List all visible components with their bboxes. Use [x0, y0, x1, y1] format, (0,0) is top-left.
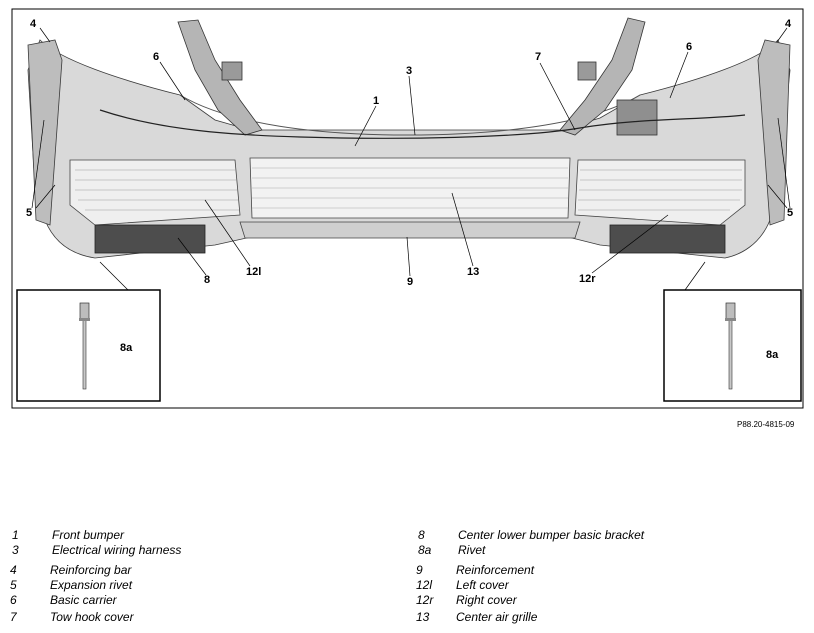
legend-text: Right cover — [456, 593, 517, 607]
legend-num: 8 — [418, 528, 425, 542]
callout-8: 8 — [204, 274, 211, 286]
legend-num: 4 — [10, 563, 17, 577]
callout-6-left: 6 — [153, 51, 160, 63]
center-lower-bumper-bracket-right — [609, 224, 726, 254]
callout-1: 1 — [373, 95, 380, 107]
legend-num: 3 — [12, 543, 19, 557]
center-air-grille — [249, 157, 571, 219]
legend-row-3: 3 Electrical wiring harness — [12, 543, 392, 558]
legend-num: 5 — [10, 578, 17, 592]
center-lower-bumper-bracket-left — [94, 224, 206, 254]
rivet-detail-right — [663, 289, 802, 402]
callout-4-left: 4 — [30, 18, 37, 30]
legend-num: 1 — [12, 528, 19, 542]
reinforcing-bar-right — [559, 17, 658, 136]
figure-reference-code: P88.20-4815-09 — [737, 420, 795, 429]
legend-text: Center air grille — [456, 610, 538, 624]
callout-4-right: 4 — [785, 18, 792, 30]
legend-text: Electrical wiring harness — [52, 543, 182, 557]
legend-text: Expansion rivet — [50, 578, 133, 592]
legend-row-4: 4 Reinforcing bar — [10, 563, 390, 578]
legend-row-12r: 12r Right cover — [416, 593, 796, 608]
callout-6-right: 6 — [686, 41, 693, 53]
callout-12r: 12r — [579, 273, 596, 285]
callout-13: 13 — [467, 266, 480, 278]
callout-3: 3 — [406, 65, 413, 77]
callout-8a-left: 8a — [120, 342, 133, 354]
legend-row-12l: 12l Left cover — [416, 578, 796, 593]
legend-row-5: 5 Expansion rivet — [10, 578, 390, 593]
legend-num: 6 — [10, 593, 17, 607]
legend-text: Rivet — [458, 543, 486, 557]
rivet-detail-left — [16, 289, 161, 402]
right-cover — [574, 159, 746, 226]
legend-row-13: 13 Center air grille — [416, 610, 796, 625]
callout-9: 9 — [407, 276, 414, 288]
reinforcing-bar-left — [177, 19, 263, 136]
callout-leaders — [31, 27, 791, 351]
callout-5-left: 5 — [26, 207, 33, 219]
electrical-wiring-harness — [99, 109, 746, 139]
legend-text: Front bumper — [52, 528, 125, 542]
left-cover — [69, 159, 241, 226]
legend-text: Center lower bumper basic bracket — [458, 528, 645, 542]
legend-num: 13 — [416, 610, 430, 624]
legend-row-1: 1 Front bumper — [12, 528, 392, 543]
callout-7: 7 — [535, 51, 542, 63]
callout-12l: 12l — [246, 266, 262, 278]
legend-text: Reinforcement — [456, 563, 535, 577]
legend-num: 7 — [10, 610, 17, 624]
legend-row-9: 9 Reinforcement — [416, 563, 796, 578]
legend-num: 12r — [416, 593, 434, 607]
legend-num: 8a — [418, 543, 432, 557]
legend-row-8: 8 Center lower bumper basic bracket — [418, 528, 798, 543]
callout-5-right: 5 — [787, 207, 794, 219]
legend-num: 9 — [416, 563, 423, 577]
reinforcement — [239, 221, 581, 239]
legend-row-8a: 8a Rivet — [418, 543, 798, 558]
legend-row-6: 6 Basic carrier — [10, 593, 390, 608]
legend-row-7: 7 Tow hook cover — [10, 610, 390, 625]
legend-text: Basic carrier — [50, 593, 117, 607]
legend-num: 12l — [416, 578, 433, 592]
legend-text: Reinforcing bar — [50, 563, 132, 577]
legend-text: Tow hook cover — [50, 610, 134, 624]
callout-8a-right: 8a — [766, 349, 779, 361]
legend-text: Left cover — [456, 578, 509, 592]
